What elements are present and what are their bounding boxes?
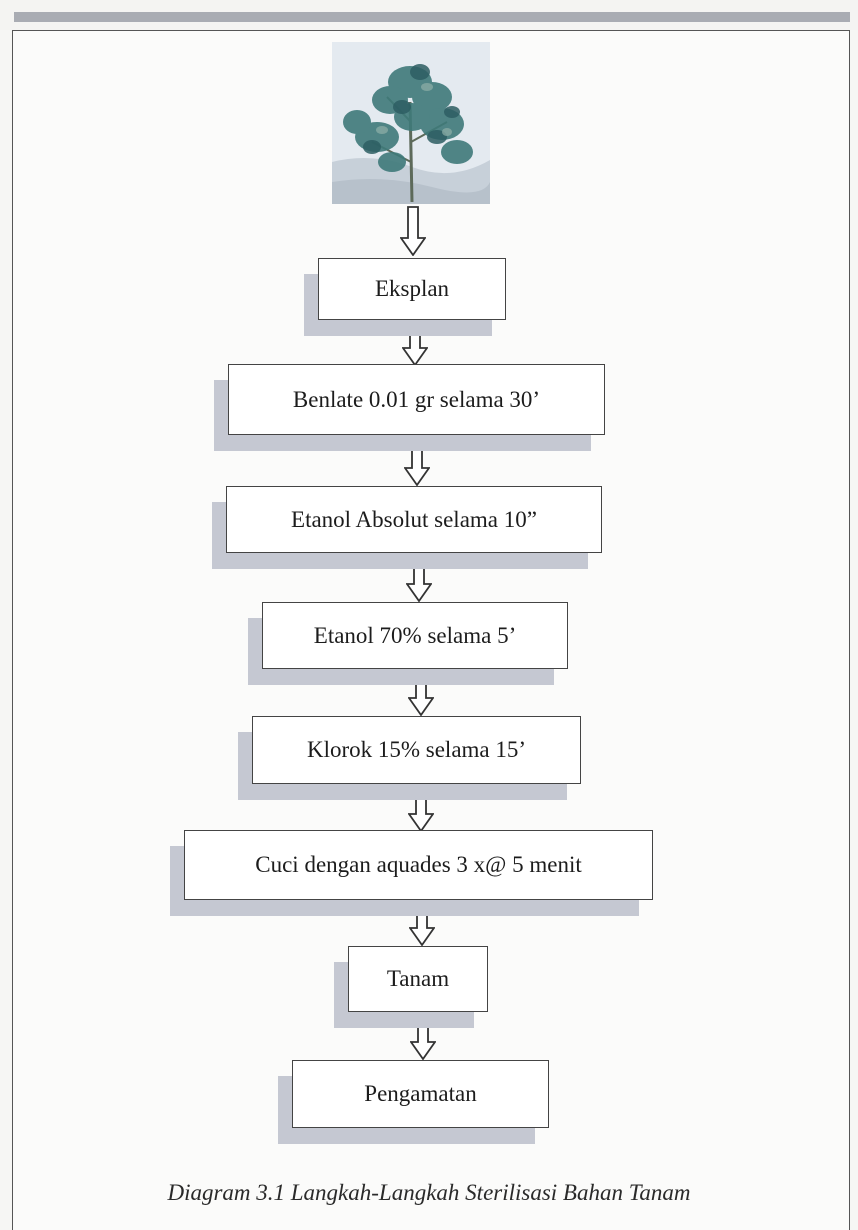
- flow-arrow-4: [406, 552, 432, 602]
- step-eksplan: Eksplan: [318, 258, 506, 320]
- flow-arrow-8: [410, 1014, 436, 1060]
- flow-arrow-7: [409, 898, 435, 946]
- step-pengamatan: Pengamatan: [292, 1060, 549, 1128]
- flow-arrow-5: [408, 670, 434, 716]
- step-benlate: Benlate 0.01 gr selama 30’: [228, 364, 605, 435]
- step-etanol-absolut: Etanol Absolut selama 10”: [226, 486, 602, 553]
- step-etanol-70: Etanol 70% selama 5’: [262, 602, 568, 669]
- flow-arrow-1: [400, 206, 426, 256]
- step-klorok: Klorok 15% selama 15’: [252, 716, 581, 784]
- step-cuci-aquades: Cuci dengan aquades 3 x@ 5 menit: [184, 830, 653, 900]
- plant-seedling-photo: [332, 42, 490, 204]
- flow-arrow-3: [404, 436, 430, 486]
- step-tanam: Tanam: [348, 946, 488, 1012]
- flow-arrow-6: [408, 786, 434, 832]
- flow-arrow-2: [402, 320, 428, 366]
- page-top-band: [0, 0, 858, 30]
- diagram-caption: Diagram 3.1 Langkah-Langkah Sterilisasi …: [167, 1180, 691, 1205]
- top-rule: [14, 12, 850, 22]
